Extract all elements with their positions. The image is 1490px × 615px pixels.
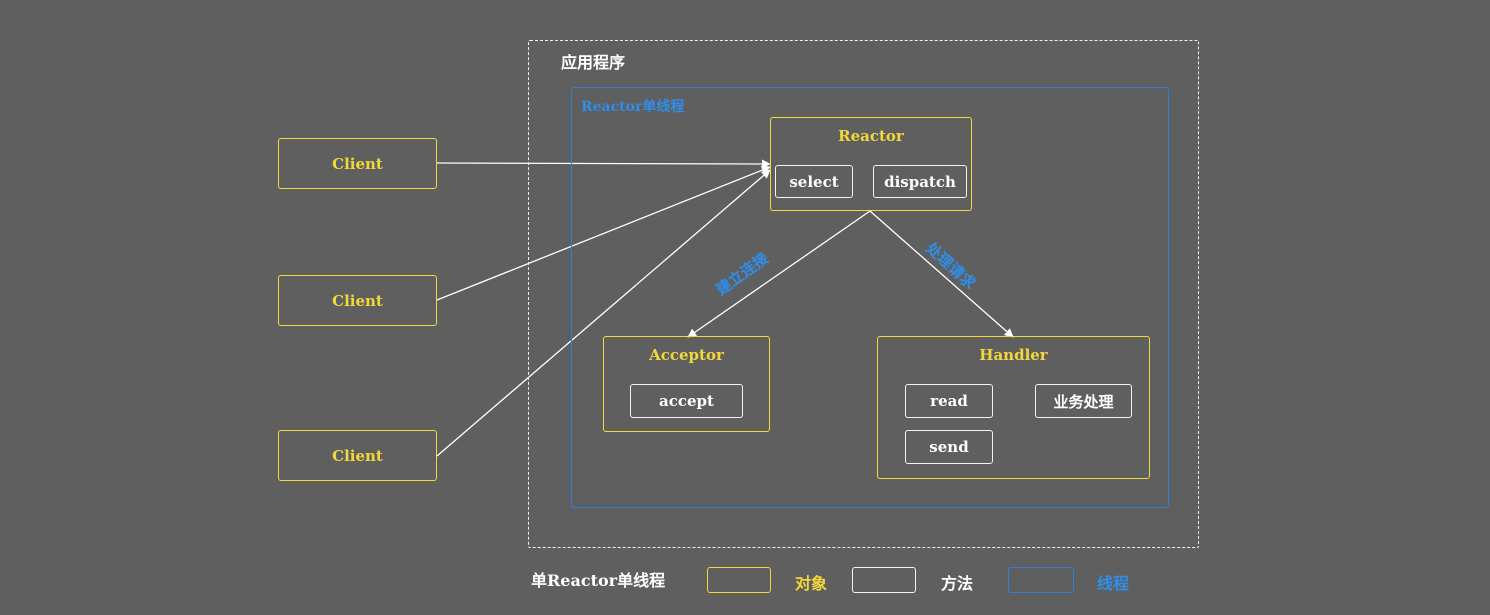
read-method-label: read [930, 392, 968, 410]
client-label: Client [332, 291, 383, 310]
reactor-title: Reactor [838, 127, 904, 145]
handler-box [877, 336, 1150, 479]
client1-to-reactor-arrow [436, 159, 771, 169]
client2-to-reactor-arrow [436, 165, 771, 301]
application-boundary [528, 40, 1199, 548]
send-method-box: send [905, 430, 993, 464]
business-method-box: 业务处理 [1035, 384, 1132, 418]
legend-thread-swatch [1008, 567, 1074, 593]
read-method-box: read [905, 384, 993, 418]
acceptor-title: Acceptor [649, 346, 724, 364]
handler-title: Handler [979, 346, 1048, 364]
reactor-box [770, 117, 972, 211]
client-box-3: Client [278, 430, 437, 481]
send-method-label: send [929, 438, 969, 456]
application-title: 应用程序 [561, 53, 626, 72]
select-method-box: select [775, 165, 853, 198]
legend-thread-label: 线程 [1097, 574, 1130, 593]
accept-method-label: accept [659, 392, 714, 410]
legend-object-swatch [707, 567, 771, 593]
legend-object-label: 对象 [795, 574, 828, 593]
accept-method-box: accept [630, 384, 743, 418]
acceptor-box [603, 336, 770, 432]
business-method-label: 业务处理 [1053, 392, 1114, 411]
client-label: Client [332, 446, 383, 465]
legend-method-label: 方法 [941, 574, 974, 593]
client-box-2: Client [278, 275, 437, 326]
select-method-label: select [789, 172, 839, 191]
client-label: Client [332, 154, 383, 173]
reactor-to-handler-arrow [869, 210, 1014, 338]
reactor-to-acceptor-arrow [687, 210, 871, 338]
client3-to-reactor-arrow [436, 169, 771, 457]
reactor-thread-boundary [571, 87, 1169, 508]
client-box-1: Client [278, 138, 437, 189]
dispatch-method-box: dispatch [873, 165, 967, 198]
legend-method-swatch [852, 567, 916, 593]
legend-title: 单Reactor单线程 [531, 571, 666, 590]
reactor-thread-label: Reactor单线程 [581, 99, 685, 115]
dispatch-method-label: dispatch [884, 172, 956, 191]
